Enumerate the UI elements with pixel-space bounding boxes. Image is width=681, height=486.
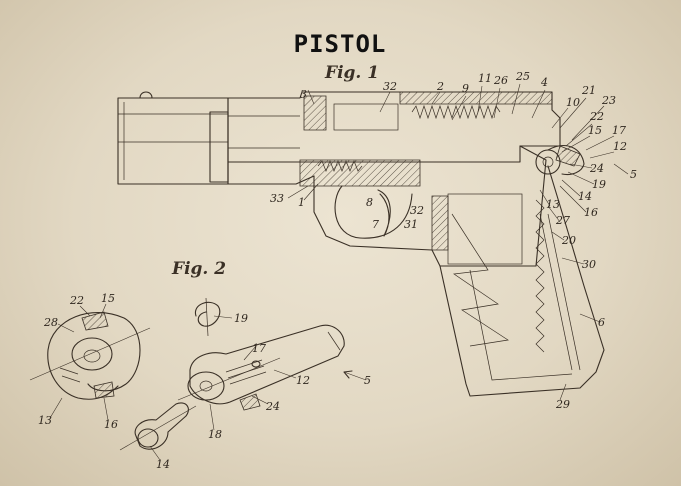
callout: 22 [69,294,84,307]
callout: 12 [613,140,627,153]
callout: 24 [589,162,604,175]
callout: 17 [252,342,266,355]
callout: 25 [515,70,530,83]
callout: 14 [578,190,592,203]
fig2-label: Fig. 2 [171,259,226,279]
fig1-label: Fig. 1 [324,63,379,83]
callout: 28 [43,316,58,329]
callout: 10 [566,96,580,109]
callout: 26 [493,74,508,87]
callout: 29 [555,398,570,411]
callout: 5 [364,374,371,387]
callout: 30 [582,258,596,271]
callout: 19 [592,178,606,191]
callout: 6 [598,316,605,329]
callout: 24 [265,400,280,413]
callout: 31 [404,218,418,231]
callout: 1 [298,196,305,209]
callout: 32 [383,80,397,93]
fig2-callouts: 22 15 28 13 16 19 17 12 24 5 18 14 [38,292,371,471]
callout: 33 [270,192,284,205]
callout: 22 [589,110,604,123]
callout: 18 [208,428,222,441]
callout: 27 [555,214,570,227]
callout: 8 [366,196,373,209]
callout: 3 [300,88,307,101]
callout: 20 [561,234,576,247]
callout: 12 [296,374,310,387]
callout: 5 [630,168,637,181]
callout: 21 [581,84,596,97]
fig1-pistol [117,91,605,397]
fig1-callouts: 3 32 2 11 26 25 4 9 10 21 23 22 15 17 12… [270,70,637,411]
callout: 11 [478,72,492,85]
callout: 15 [588,124,602,137]
callout: 17 [612,124,626,137]
callout: 16 [584,206,598,219]
callout: 9 [462,82,469,95]
callout: 7 [372,218,379,231]
callout: 15 [101,292,115,305]
callout: 2 [436,80,444,93]
sheet-title: PISTOL [294,30,387,58]
callout: 16 [104,418,118,431]
callout: 32 [410,204,424,217]
fig2-parts [29,297,367,451]
callout: 4 [540,76,548,89]
callout: 13 [546,198,560,211]
callout: 13 [38,414,52,427]
callout: 19 [234,312,248,325]
callout: 23 [601,94,616,107]
callout: 14 [156,458,170,471]
